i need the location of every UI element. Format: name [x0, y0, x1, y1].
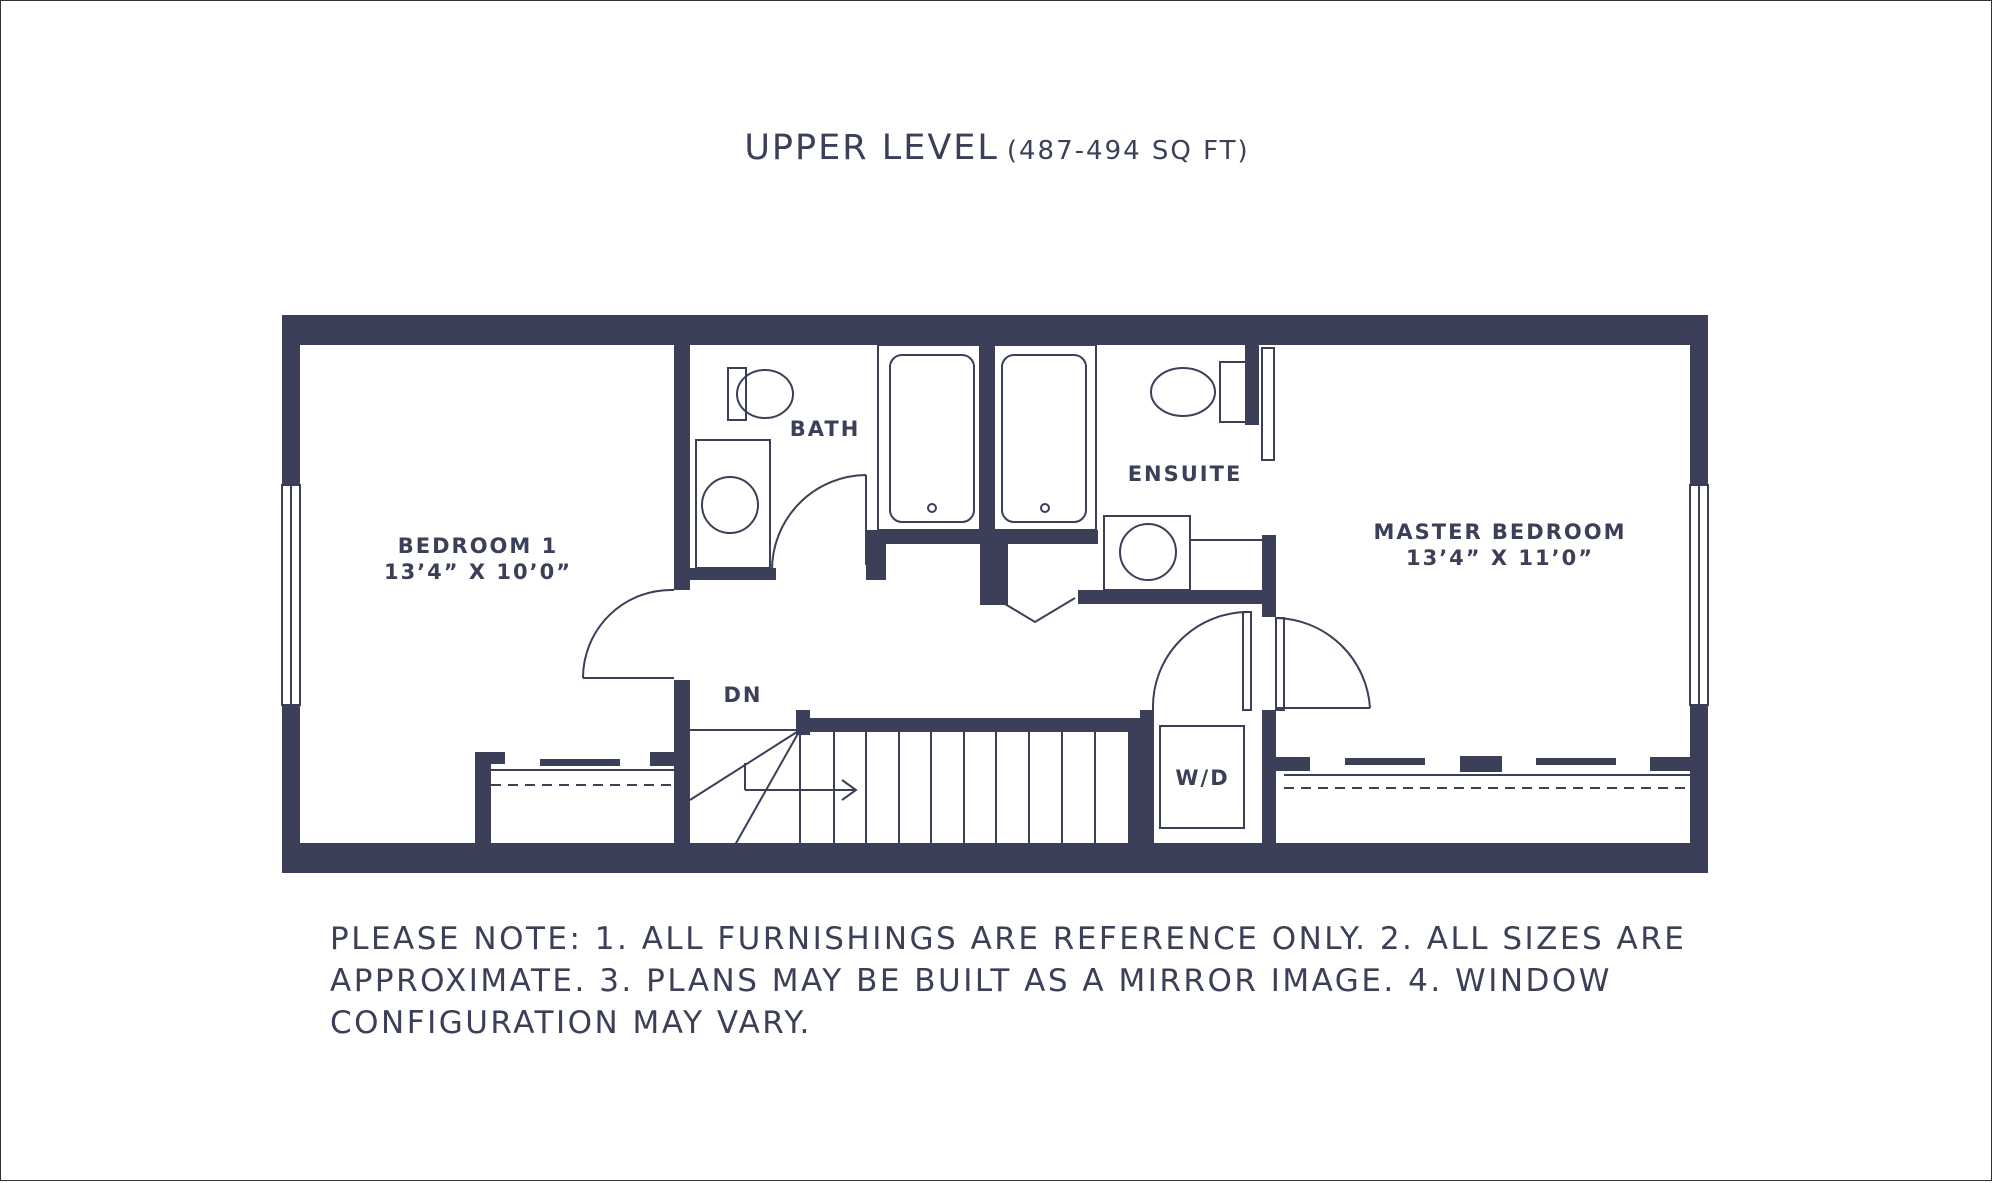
wall-bath-bottom [690, 568, 776, 580]
bedroom1-name: BEDROOM 1 [397, 534, 559, 558]
wall-top [282, 315, 1708, 345]
vanity-ensuite [1103, 515, 1191, 591]
toilet-ensuite-bowl [1150, 367, 1216, 417]
wall-bottom [282, 843, 1708, 873]
bedroom1-size: 13’4” X 10’0” [383, 560, 573, 584]
closet-bifold-door [994, 597, 1076, 624]
wall-closet-right-cap [1078, 530, 1098, 544]
closet-doors [540, 756, 1616, 772]
wall-closet1-cap [475, 752, 505, 764]
door-wd-leaf [1242, 611, 1252, 711]
wall-stair-top [800, 718, 1140, 732]
wall-closet2-left-cap [1276, 757, 1310, 771]
wall-bed1-bath [674, 345, 690, 590]
door-master-swing [1275, 617, 1371, 709]
toilet-ensuite-tank [1219, 361, 1247, 423]
door-wd-swing [1151, 611, 1249, 711]
room-bath-label: BATH [789, 417, 861, 441]
door-bedroom1-swing [582, 588, 675, 679]
wall-ensuite-bottom [1078, 590, 1276, 604]
closet2-door-b [1460, 756, 1502, 772]
stairs-down-label: DN [723, 683, 763, 707]
disclaimer-note: PLEASE NOTE: 1. ALL FURNISHINGS ARE REFE… [330, 921, 1687, 1041]
level-area: (487-494 SQ FT) [1006, 136, 1250, 166]
plan-title: UPPER LEVEL(487-494 SQ FT) [0, 128, 1994, 168]
room-ensuite-label: ENSUITE [1127, 462, 1243, 486]
wall-left-upper [282, 315, 300, 485]
closet1-door [540, 759, 620, 766]
toilet-bath-tank [727, 367, 747, 421]
vanity-bath [695, 439, 771, 569]
fixtures [281, 344, 1709, 846]
wall-closet1-right-cap [650, 752, 674, 766]
tub-bath [889, 354, 975, 523]
master-name: MASTER BEDROOM [1373, 520, 1627, 544]
walls [282, 315, 1708, 873]
wall-bed1-stair [674, 680, 690, 850]
wall-closet-left [980, 530, 1008, 605]
wall-closet2-right-cap [1650, 757, 1690, 771]
tub-bath-outer [877, 344, 981, 531]
room-master: MASTER BEDROOM 13’4” X 11’0” [1370, 519, 1630, 571]
master-size: 13’4” X 11’0” [1405, 546, 1595, 570]
closet2-door-c [1536, 758, 1616, 765]
wall-right-upper [1690, 315, 1708, 485]
wall-wd-master [1262, 710, 1276, 850]
tub-ensuite [1001, 354, 1087, 523]
closet2-door-a [1345, 758, 1425, 765]
wall-ensuite-master [1262, 535, 1276, 617]
wall-left-lower [282, 705, 300, 873]
door-master-leaf [1275, 617, 1285, 711]
wall-ensuite-master-upper [1245, 345, 1259, 425]
door-bath-swing [771, 474, 867, 571]
toilet-bath-bowl [736, 369, 794, 419]
sink-ensuite [1119, 523, 1177, 581]
washer-dryer-label: W/D [1175, 766, 1230, 790]
wall-stair-right [1128, 718, 1142, 848]
wall-tubs-divider [980, 345, 994, 530]
wall-right-lower [1690, 705, 1708, 873]
wall-closet1-left [475, 752, 491, 848]
washer-dryer [1159, 725, 1245, 829]
ensuite-door-leaf [1261, 347, 1275, 461]
wall-stair-post [796, 710, 810, 735]
tub-ensuite-outer [993, 344, 1097, 531]
sink-bath [701, 476, 759, 534]
wall-wd-left [1140, 710, 1154, 850]
level-title: UPPER LEVEL [744, 128, 999, 168]
room-bedroom1: BEDROOM 1 13’4” X 10’0” [378, 533, 578, 585]
